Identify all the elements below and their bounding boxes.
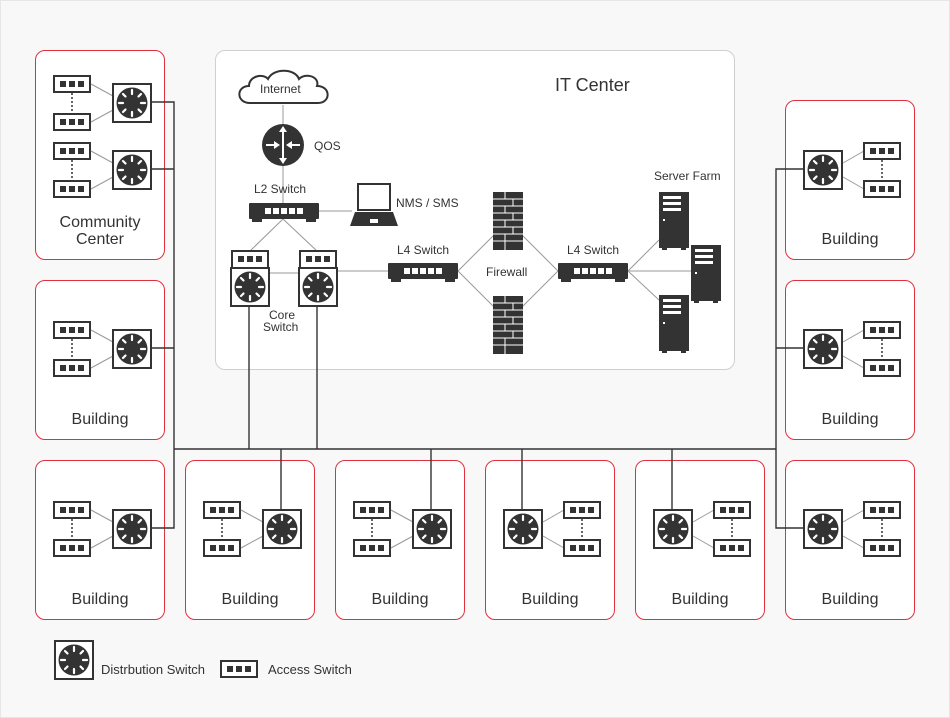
building-right-mid-switches: [802, 322, 900, 376]
building-bottom-2-switches: [354, 502, 453, 556]
building-label: Building: [371, 591, 429, 608]
server-2-icon: [691, 245, 721, 303]
building-bottom-1-switches: [204, 502, 303, 556]
building-bottom-3-switches: [502, 502, 600, 556]
building-left-bottom-switches: [54, 502, 153, 556]
internet-label: Internet: [260, 82, 301, 96]
legend-distribution-label: Distrbution Switch: [101, 662, 206, 677]
l4-switch-left-icon: [388, 263, 458, 282]
core-switch-right-icon: [297, 250, 339, 308]
building-label: Building: [71, 411, 129, 428]
legend-access-label: Access Switch: [268, 662, 352, 677]
core-switch-label-2: Switch: [263, 320, 299, 334]
backbone-lines: [151, 101, 804, 529]
l2-switch-label: L2 Switch: [254, 182, 307, 196]
building-label: Building: [821, 411, 879, 428]
firewall-bottom-icon: [492, 295, 524, 355]
building-label: Building: [521, 591, 579, 608]
server-farm-label: Server Farm: [654, 169, 721, 183]
it-center-title: IT Center: [555, 75, 630, 95]
building-label: Building: [221, 591, 279, 608]
qos-label: QOS: [314, 139, 341, 153]
core-switch-left-icon: [229, 250, 271, 308]
community-center-switches: [54, 76, 153, 197]
firewall-top-icon: [492, 191, 524, 251]
community-center-label-1: Community: [59, 214, 141, 231]
server-3-icon: [659, 295, 689, 353]
firewall-label: Firewall: [486, 265, 528, 279]
legend-distribution-switch-icon: [53, 639, 95, 681]
nms-laptop-icon: [350, 183, 398, 226]
core-switch-label-1: Core: [269, 308, 296, 322]
building-right-bottom-switches: [802, 502, 900, 556]
building-bottom-4-switches: [652, 502, 750, 556]
server-1-icon: [659, 192, 689, 250]
l4-switch-right-icon: [558, 263, 628, 282]
qos-router-icon: [262, 124, 304, 166]
building-label: Building: [821, 591, 879, 608]
building-left-mid-switches: [54, 322, 153, 376]
building-label: Building: [821, 231, 879, 248]
nms-label: NMS / SMS: [396, 196, 459, 210]
building-right-top-switches: [802, 143, 900, 197]
community-center-label-2: Center: [75, 231, 125, 248]
l2-switch-icon: [249, 203, 319, 222]
it-center-links: [249, 105, 691, 307]
legend-access-switch-icon: [220, 660, 258, 678]
l4-switch-left-label: L4 Switch: [397, 243, 450, 257]
internet-cloud-icon: [238, 69, 329, 104]
building-label: Building: [71, 591, 129, 608]
l4-switch-right-label: L4 Switch: [567, 243, 620, 257]
building-label: Building: [671, 591, 729, 608]
